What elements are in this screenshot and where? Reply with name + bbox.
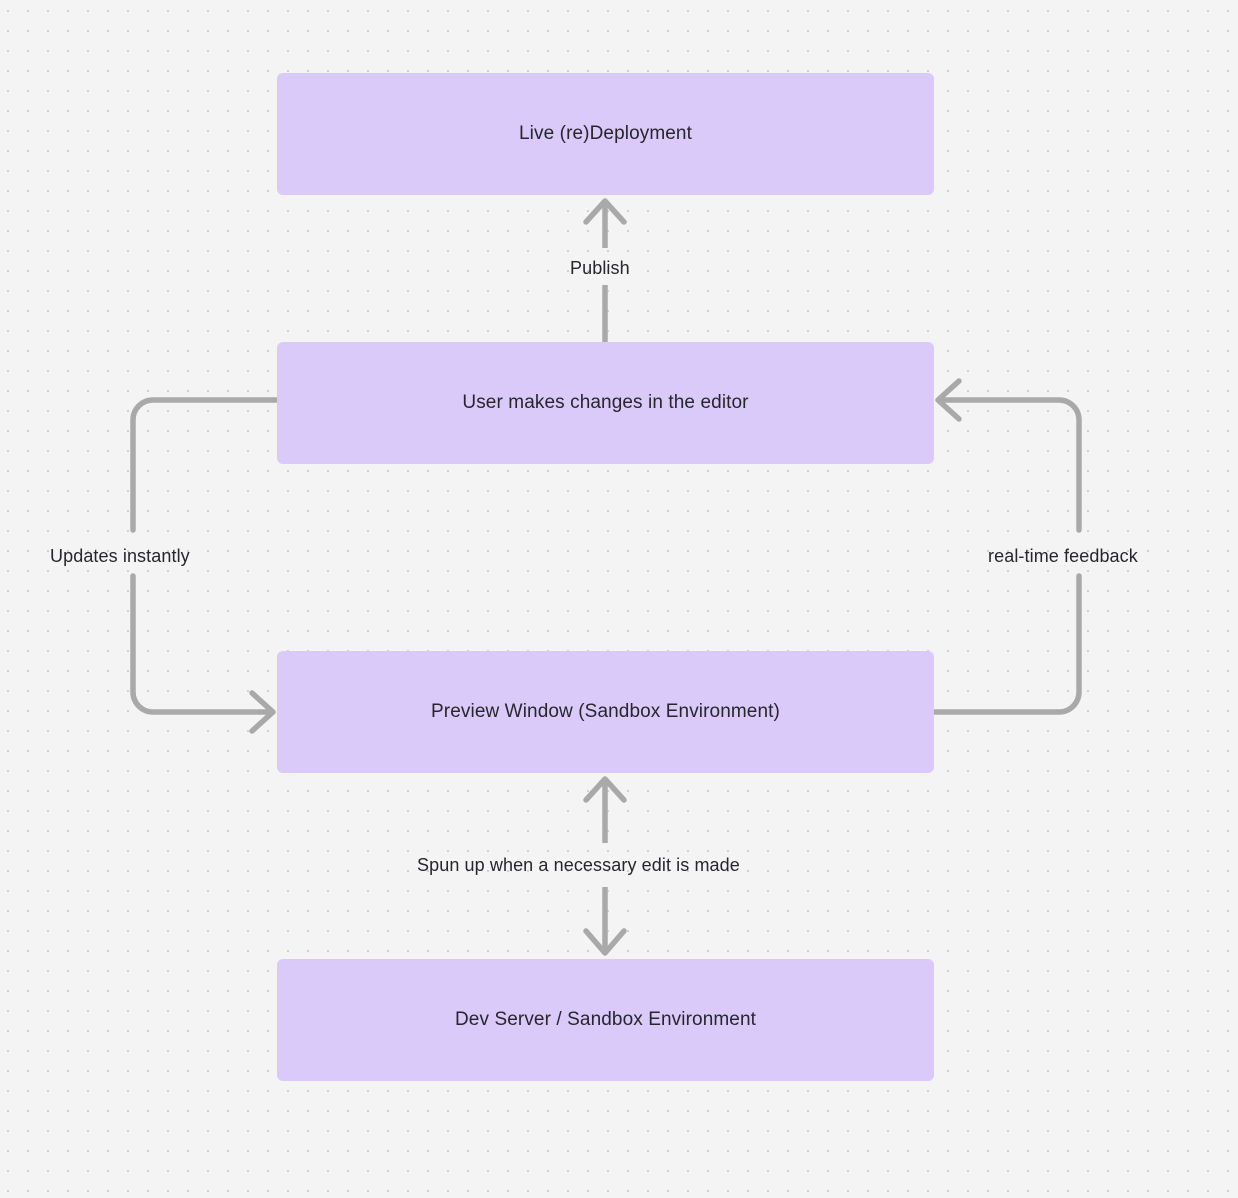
node-live-redeployment-label: Live (re)Deployment	[519, 123, 692, 144]
node-preview-window-label: Preview Window (Sandbox Environment)	[431, 701, 780, 722]
edge-label-publish: Publish	[570, 258, 630, 278]
node-preview-window[interactable]: Preview Window (Sandbox Environment)	[277, 651, 934, 773]
node-user-makes-changes[interactable]: User makes changes in the editor	[277, 342, 934, 464]
edge-label-realtime-feedback: real-time feedback	[988, 546, 1138, 566]
node-live-redeployment[interactable]: Live (re)Deployment	[277, 73, 934, 195]
node-dev-server-sandbox-label: Dev Server / Sandbox Environment	[454, 1009, 756, 1030]
node-user-makes-changes-label: User makes changes in the editor	[462, 392, 749, 413]
edge-label-spun-up: Spun up when a necessary edit is made	[417, 855, 740, 875]
edge-label-updates-instantly: Updates instantly	[50, 546, 190, 566]
node-dev-server-sandbox[interactable]: Dev Server / Sandbox Environment	[277, 959, 934, 1081]
